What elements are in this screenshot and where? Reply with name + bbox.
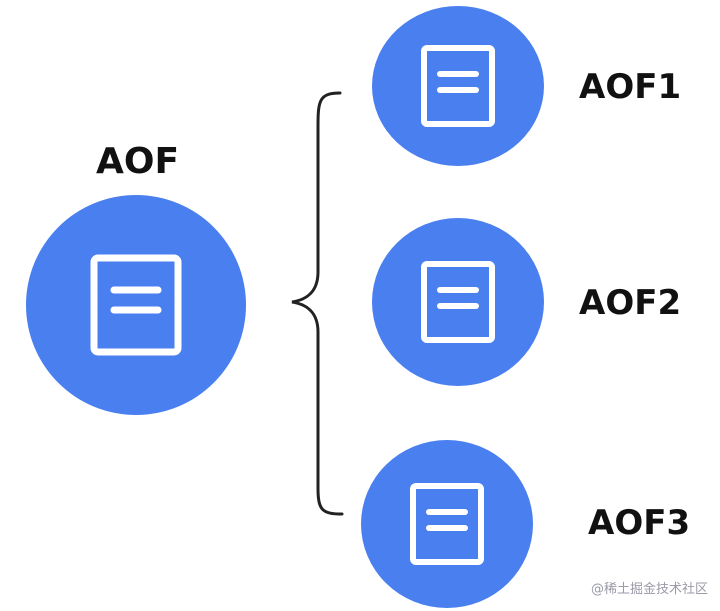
document-icon [421,261,495,343]
source-node [26,195,246,415]
document-icon [90,254,182,356]
target-label-1: AOF1 [579,67,682,107]
target-node-1 [372,6,544,166]
watermark-text: @稀土掘金技术社区 [590,582,708,597]
source-label: AOF [96,141,180,182]
document-icon [421,45,495,127]
brace-path [291,91,344,516]
target-node-3 [361,440,533,608]
target-label-2: AOF2 [579,283,682,323]
target-label-3: AOF3 [588,503,691,543]
document-icon [410,483,484,565]
target-node-2 [372,218,544,386]
